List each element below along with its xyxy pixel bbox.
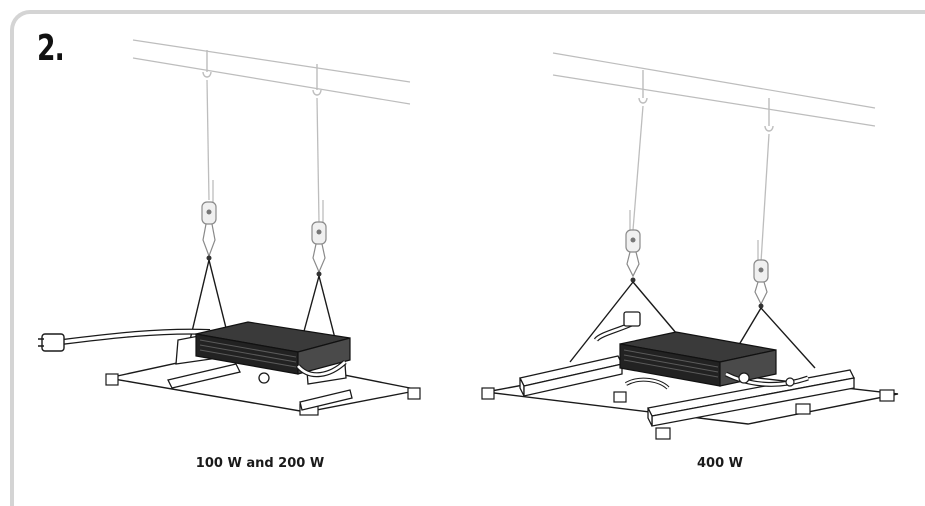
step-number: 2.	[37, 28, 65, 69]
left-hanger-2	[311, 64, 327, 277]
right-driver-box	[619, 331, 809, 387]
left-hanger-1	[201, 50, 217, 261]
instruction-frame	[10, 10, 925, 506]
right-ceiling-rail	[552, 52, 876, 127]
right-power-cable	[593, 311, 670, 403]
caption-100w-200w: 100 W and 200 W	[195, 456, 325, 471]
left-power-cable	[38, 328, 211, 352]
left-driver-box	[195, 321, 351, 378]
right-hanger-2	[753, 98, 774, 309]
caption-400w: 400 W	[696, 456, 743, 471]
right-hanger-1	[625, 70, 648, 283]
left-ceiling-rail	[132, 39, 411, 105]
